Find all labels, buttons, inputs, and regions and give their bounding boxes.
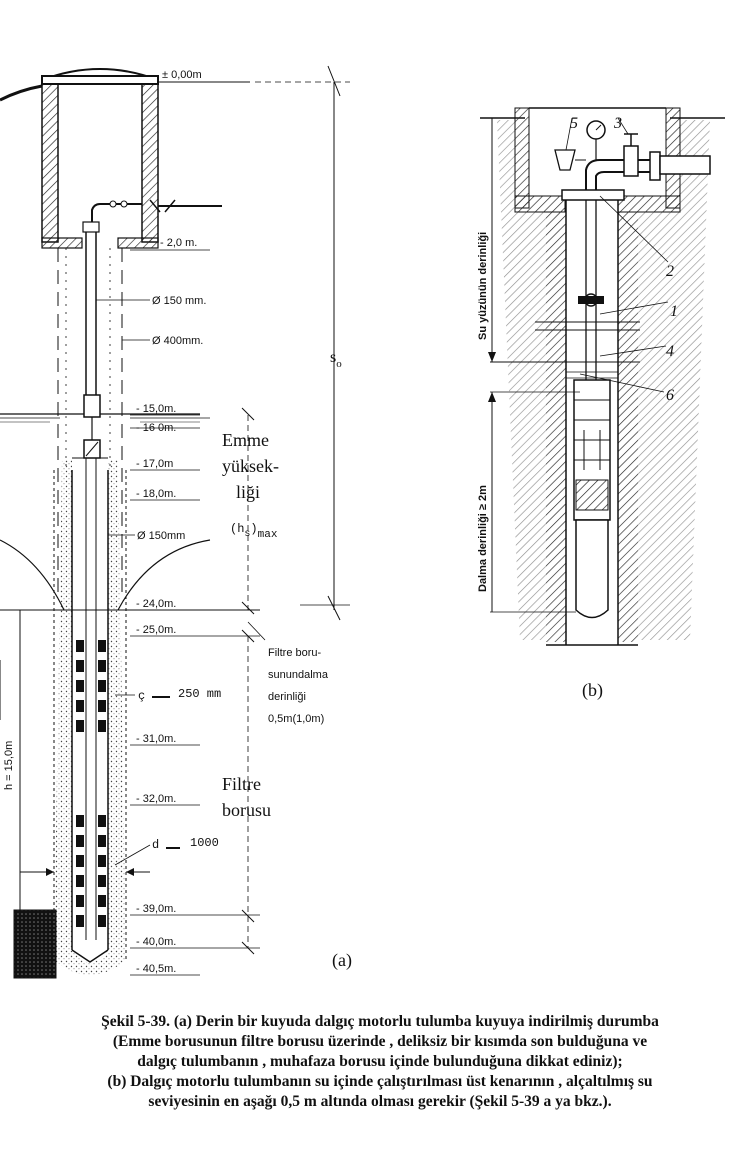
valve — [623, 145, 639, 177]
bedrock-block — [13, 909, 57, 979]
level-25: - 25,0m. — [136, 624, 176, 636]
chamber-floor-left — [514, 195, 566, 213]
manhole-floor-r — [117, 237, 159, 249]
figure-b: 5 3 2 1 4 6 Su yüzünün derinliği Dalma d… — [477, 107, 725, 701]
supply-cable — [0, 84, 43, 102]
level-ticks — [130, 249, 260, 976]
so-label: so — [330, 349, 342, 370]
callout-5: 5 — [570, 115, 578, 132]
filter-slots-upper — [76, 640, 106, 732]
gravel-pack — [54, 460, 126, 975]
c-symbol: ç — [138, 689, 145, 703]
chamber-floor-right — [617, 195, 681, 213]
figure-a: ± 0,00m - 2,0 m. - 15,0m. - 16 0m. - 17,… — [0, 65, 352, 979]
emme-line-1: Emme — [222, 430, 269, 450]
emme-line-2: yüksek- — [222, 456, 279, 476]
caption-line-1: Şekil 5-39. (a) Derin bir kuyuda dalgıç … — [101, 1013, 659, 1030]
level-18: - 18,0m. — [136, 488, 176, 500]
callout-4: 4 — [666, 343, 674, 360]
h-label: h = 15,0m — [3, 741, 15, 790]
figure-caption: Şekil 5-39. (a) Derin bir kuyuda dalgıç … — [30, 1012, 730, 1112]
diameter-150-b: Ø 150mm — [137, 530, 185, 542]
level-24: - 24,0m. — [136, 598, 176, 610]
level-32: - 32,0m. — [136, 793, 176, 805]
chamber-wall-left — [514, 107, 530, 209]
soil-left — [546, 212, 566, 642]
filtre-borusu-1: Filtre — [222, 774, 261, 794]
outlet-pipe — [659, 155, 711, 175]
caption-line-5: seviyesinin en aşağı 0,5 m altında olmas… — [148, 1093, 612, 1110]
submersible-motor — [575, 519, 609, 619]
d-value: 1000 — [190, 836, 219, 850]
pump-motor — [83, 394, 101, 418]
callout-2: 2 — [666, 263, 674, 280]
flange — [649, 151, 661, 181]
callout-6: 6 — [666, 387, 674, 404]
filtre-dalma-2: sunundalma — [268, 669, 329, 681]
manhole-wall-left — [41, 83, 59, 243]
filtre-dalma-4: 0,5m(1,0m) — [268, 713, 324, 725]
manhole-floor — [41, 237, 83, 249]
caption-line-4: (b) Dalgıç motorlu tulumbanın su içinde … — [107, 1073, 653, 1090]
level-16: - 16 0m. — [136, 422, 176, 434]
caption-line-3: dalgıç tulumbanın , muhafaza borusu için… — [137, 1053, 623, 1070]
c-value: 250 mm — [178, 687, 221, 701]
su-derinligi-label: Su yüzünün derinliği — [477, 232, 489, 340]
panel-a-label: (a) — [332, 950, 352, 971]
hs-max-label: (hs)max — [230, 522, 278, 541]
caption-line-2: (Emme borusunun filtre borusu üzerinde ,… — [112, 1033, 648, 1050]
drawdown-curve-left — [0, 539, 65, 611]
level-39: - 39,0m. — [136, 903, 176, 915]
dalma-derinligi-label: Dalma derinliği ≥ 2m — [477, 485, 489, 592]
level-31: - 31,0m. — [136, 733, 176, 745]
head-elbow — [585, 159, 650, 190]
level-17: - 17,0m — [136, 458, 173, 470]
filtre-dalma-3: derinliği — [268, 691, 306, 703]
level-0: ± 0,00m — [162, 69, 202, 81]
filter-slots-lower — [76, 815, 106, 927]
callout-3: 3 — [613, 115, 622, 132]
well-head-cap — [41, 75, 159, 85]
drawdown-curve-right — [117, 539, 211, 611]
diameter-400: Ø 400mm. — [152, 335, 203, 347]
panel-b-label: (b) — [582, 680, 603, 701]
manhole-wall-right — [141, 83, 159, 243]
discharge-pipe — [91, 203, 142, 226]
emme-line-3: liği — [236, 482, 260, 502]
level-2: - 2,0 m. — [160, 237, 197, 249]
callout-1: 1 — [670, 303, 678, 320]
pipe-coupling — [82, 221, 100, 233]
level-15: - 15,0m. — [136, 403, 176, 415]
pump-intake — [575, 479, 609, 511]
soil-right — [618, 212, 638, 642]
well-head-plate — [561, 189, 625, 201]
level-40: - 40,0m. — [136, 936, 176, 948]
d-symbol: d — [152, 838, 159, 852]
diameter-150: Ø 150 mm. — [152, 295, 206, 307]
air-valve — [554, 149, 576, 171]
level-40-5: - 40,5m. — [136, 963, 176, 975]
well-pump-diagram: ± 0,00m - 2,0 m. - 15,0m. - 16 0m. - 17,… — [0, 65, 725, 979]
pump-stages — [574, 399, 610, 470]
filtre-dalma-1: Filtre boru- — [268, 647, 322, 659]
sump-bottom — [71, 949, 109, 963]
filtre-borusu-2: borusu — [222, 800, 271, 820]
